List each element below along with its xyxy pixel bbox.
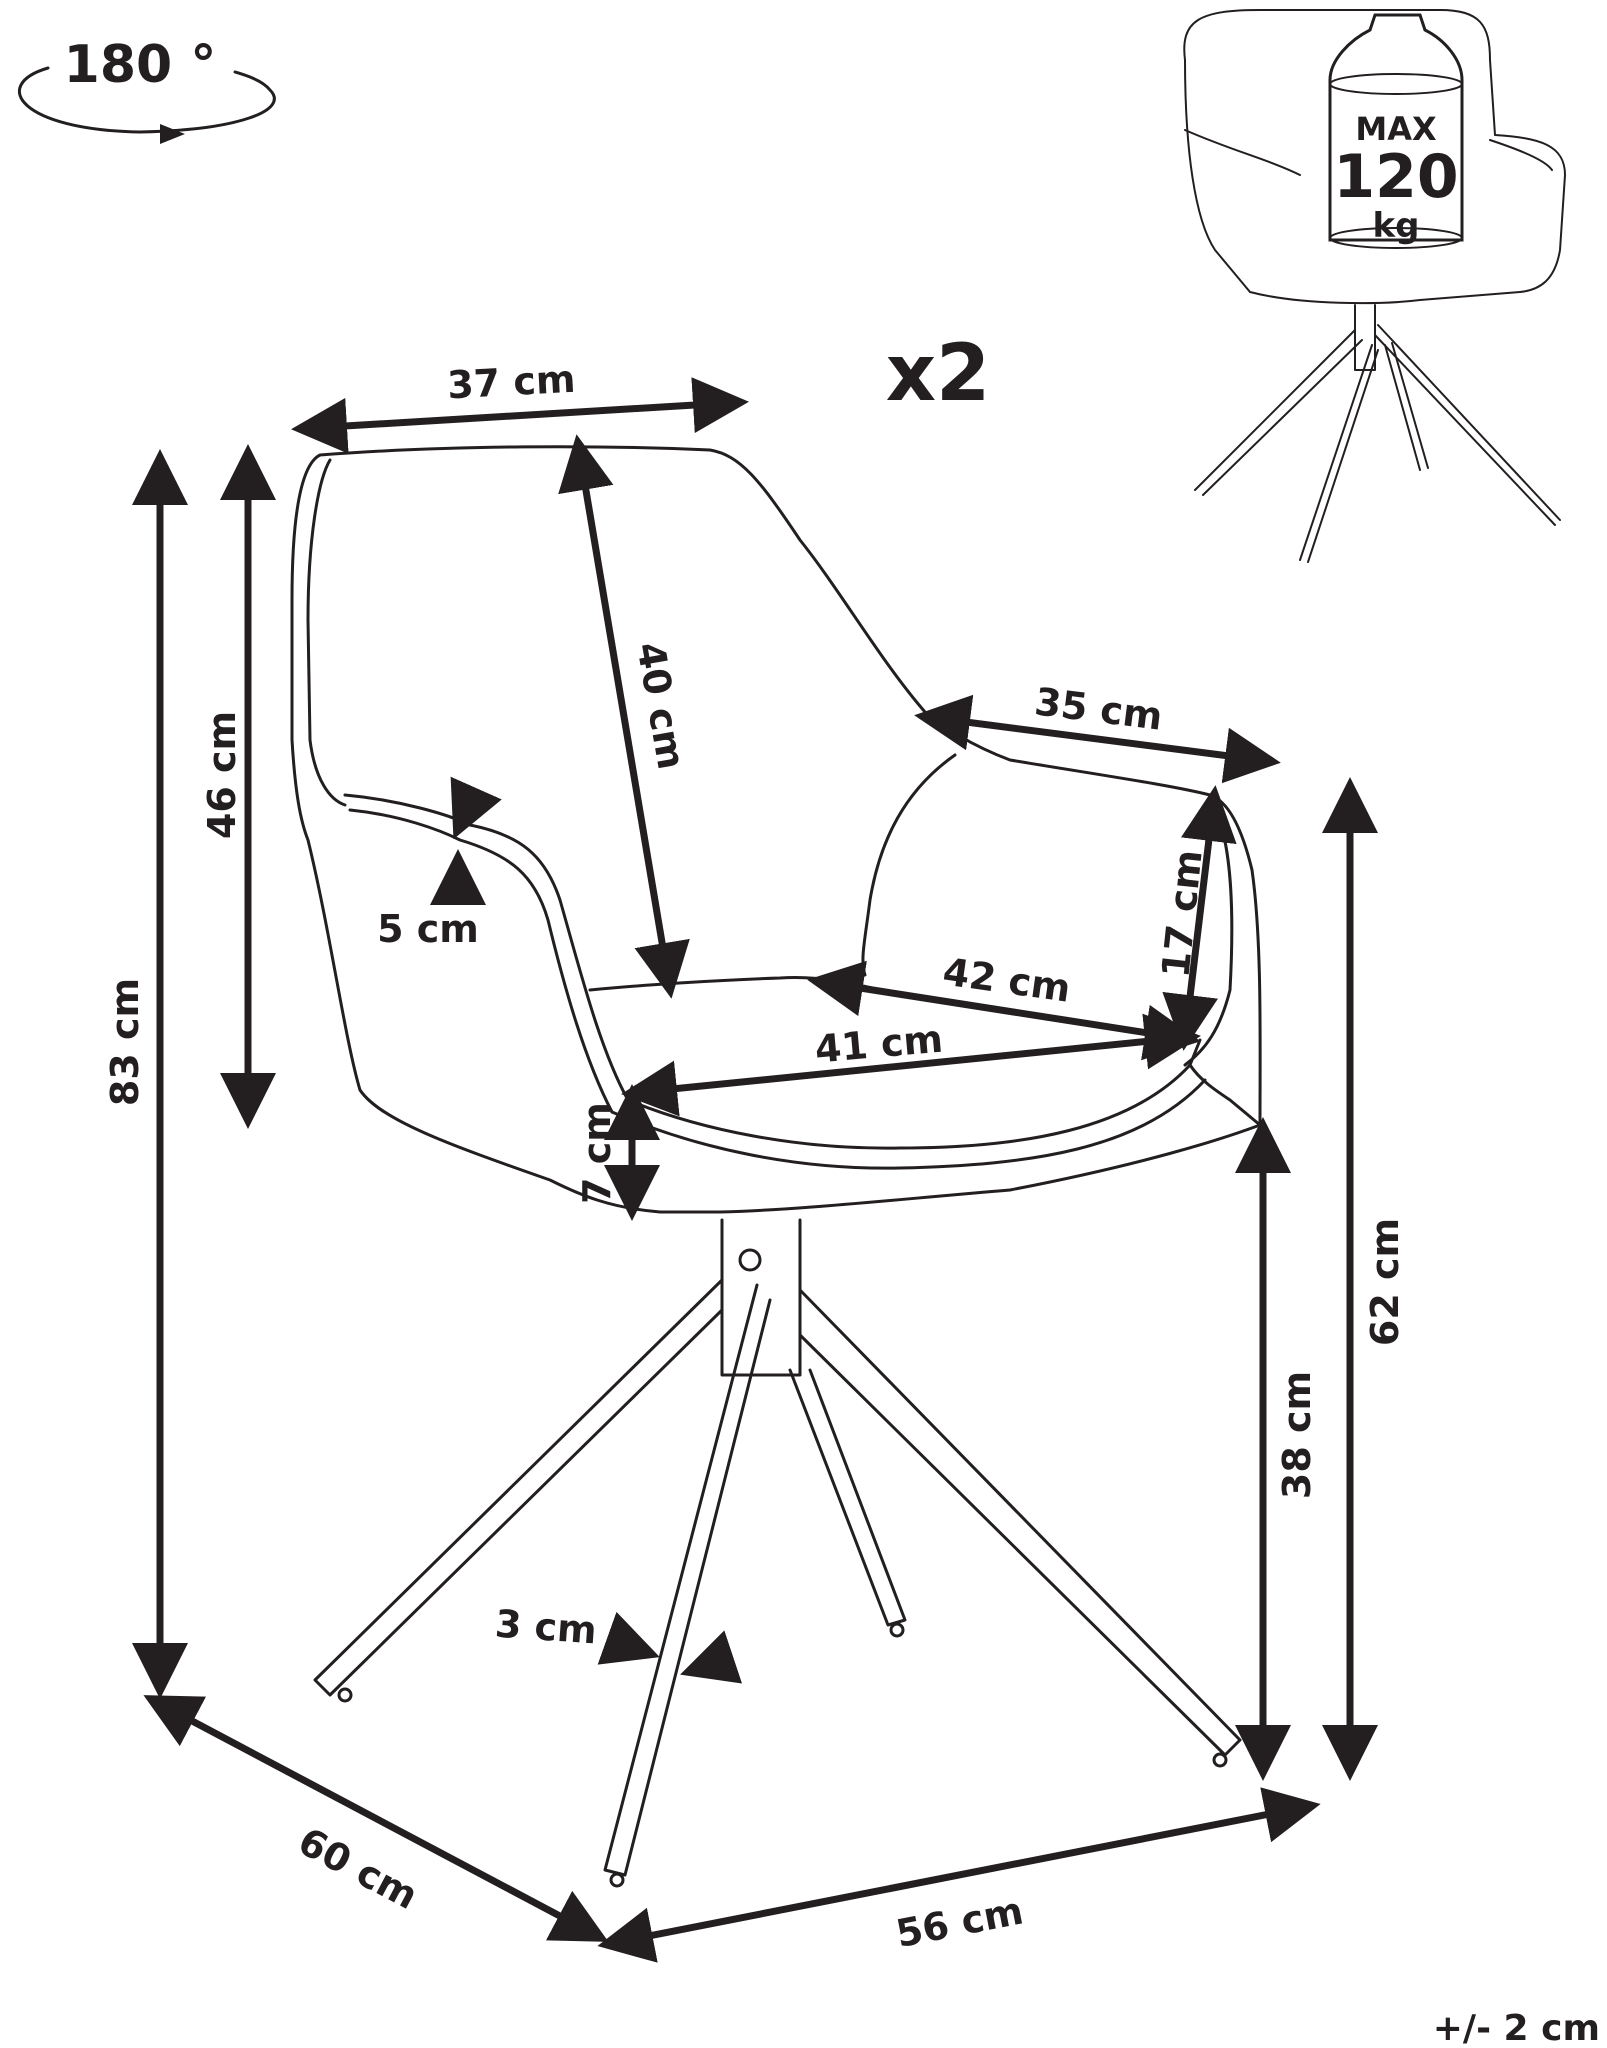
weight-bottle-icon	[1328, 13, 1464, 249]
max-load-value: 120	[1333, 142, 1458, 212]
label-armrest-thickness: 5 cm	[377, 907, 479, 951]
max-load-chair-icon	[1183, 9, 1566, 563]
chair-drawing	[290, 445, 1262, 1888]
max-load-unit: kg	[1373, 206, 1420, 246]
label-seat-height: 38 cm	[1275, 1371, 1319, 1499]
max-load-label: MAX	[1355, 110, 1437, 148]
label-armrest-height: 17 cm	[1153, 848, 1210, 980]
dim-line-leg-thickness-left	[597, 1611, 660, 1665]
dim-line-backrest-width	[291, 377, 749, 454]
dim-line-depth	[143, 1695, 609, 1942]
label-width: 56 cm	[892, 1888, 1026, 1956]
tolerance-label: +/- 2 cm	[1433, 2008, 1600, 2048]
dim-line-armrest-depth	[914, 694, 1281, 784]
quantity-label: x2	[886, 329, 991, 419]
label-seat-thickness: 7 cm	[575, 1102, 619, 1204]
label-armrest-floor-height: 62 cm	[1363, 1218, 1407, 1346]
label-leg-thickness: 3 cm	[494, 1602, 599, 1653]
dim-line-armrest-thickness-top	[450, 776, 502, 840]
label-total-height: 83 cm	[103, 978, 147, 1106]
rotation-icon	[17, 66, 276, 144]
label-backrest-width: 37 cm	[446, 357, 576, 408]
label-backrest-height: 40 cm	[628, 639, 694, 773]
dim-line-leg-thickness-right	[680, 1630, 743, 1684]
label-back-height: 46 cm	[200, 711, 244, 839]
dim-line-width	[597, 1787, 1321, 1963]
dim-line-backrest-height	[558, 434, 690, 999]
dim-line-seat-width-front	[621, 1013, 1201, 1117]
rotation-label: 180 °	[64, 35, 217, 95]
